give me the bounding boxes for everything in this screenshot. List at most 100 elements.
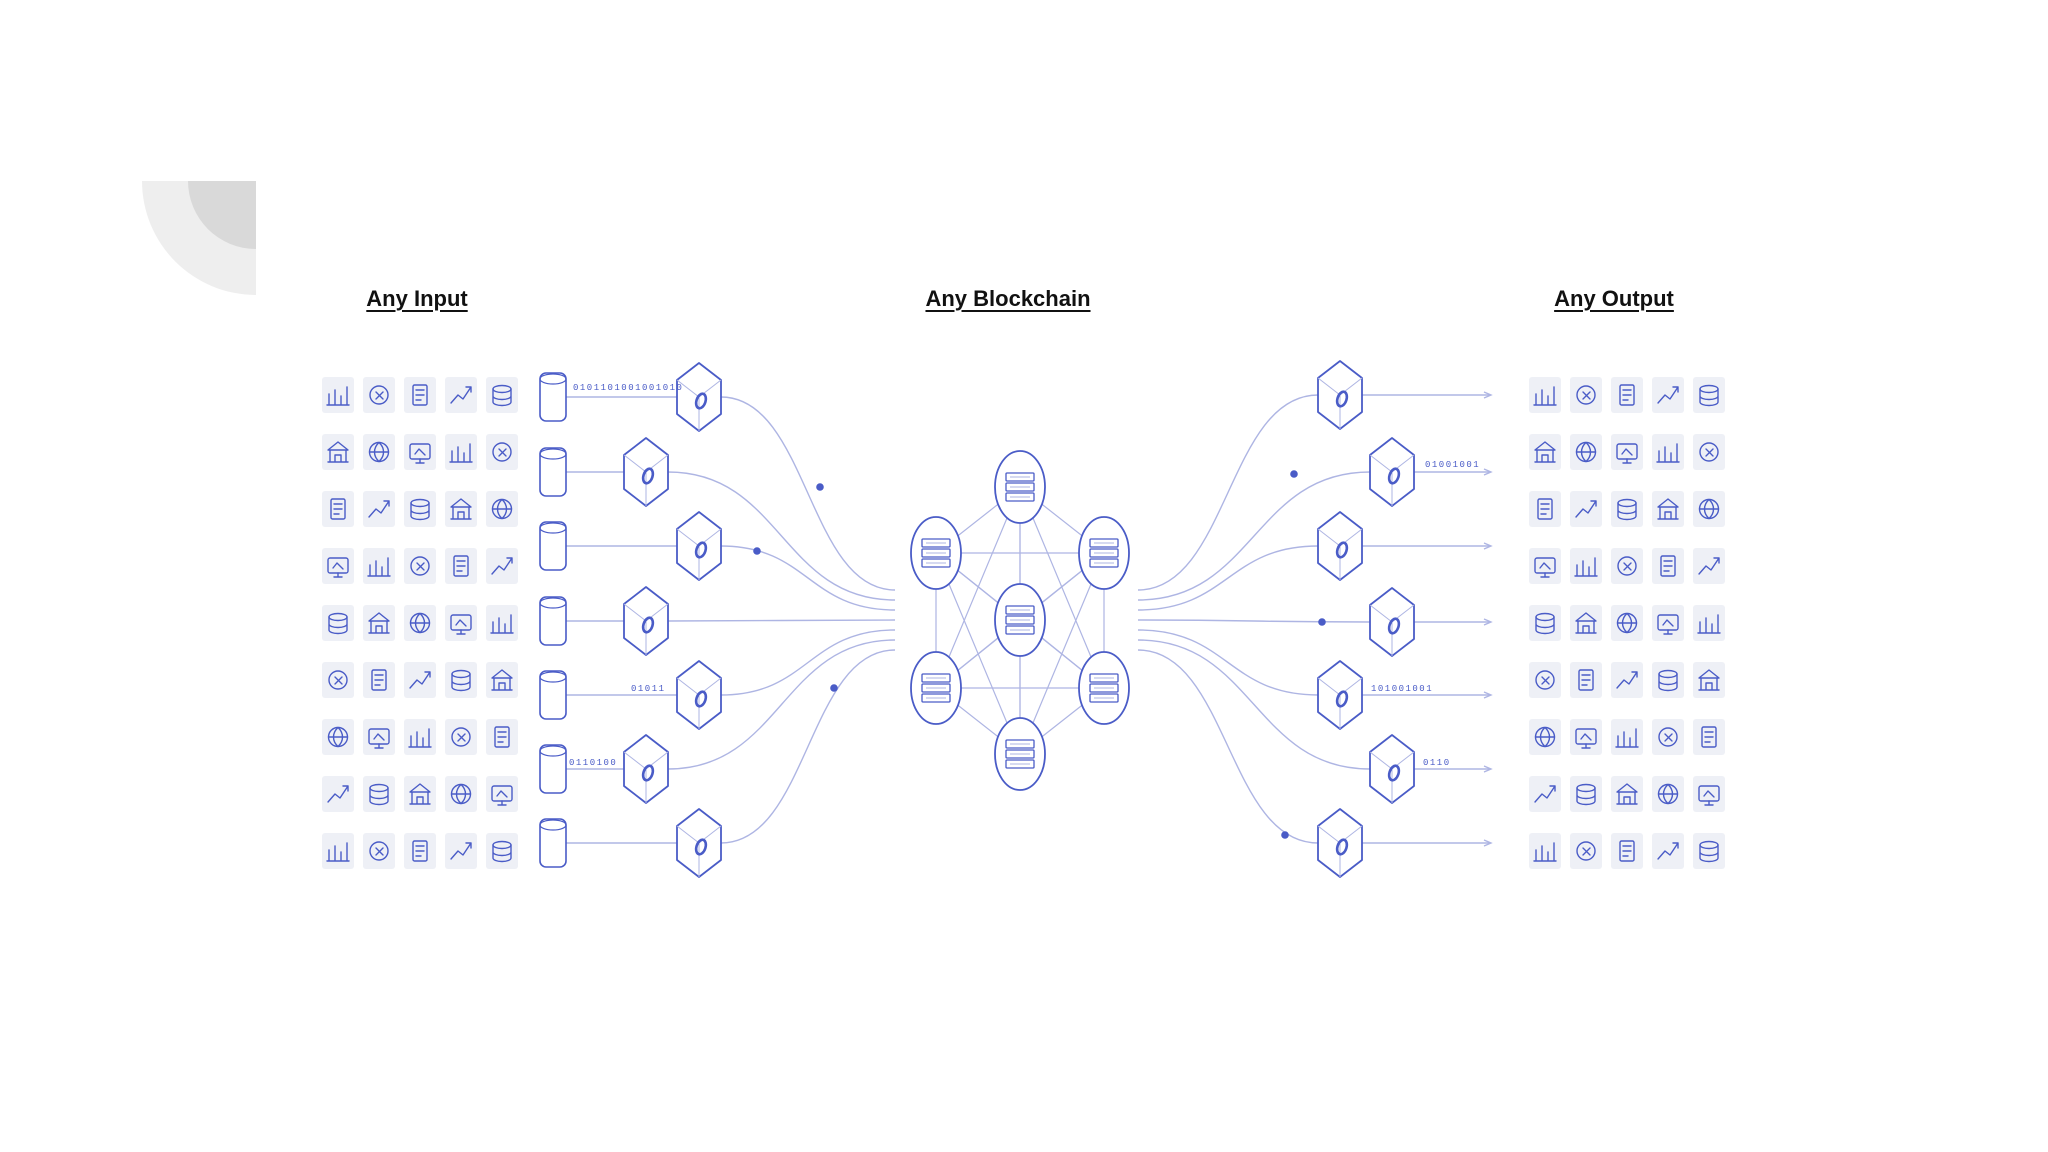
tether-icon xyxy=(1611,605,1643,641)
battery-icon xyxy=(445,605,477,641)
output-arrowhead xyxy=(1483,618,1493,626)
factory-icon xyxy=(1529,662,1561,698)
server-stack-icon xyxy=(910,651,962,725)
output-arrowhead xyxy=(1483,839,1493,847)
monitor-check-icon xyxy=(1529,719,1561,755)
lighthouse-icon xyxy=(1611,719,1643,755)
tall-building-icon xyxy=(1652,776,1684,812)
gears-icon xyxy=(445,491,477,527)
weather-sun-icon xyxy=(322,434,354,470)
rain-cloud-icon xyxy=(486,491,518,527)
ethereum-icon xyxy=(1611,434,1643,470)
document-play-icon xyxy=(1693,719,1725,755)
football-icon xyxy=(445,662,477,698)
app-window-icon xyxy=(1652,833,1684,869)
network-link xyxy=(935,552,1021,755)
oil-rig-icon xyxy=(445,776,477,812)
user-server-icon xyxy=(1529,833,1561,869)
government-building-icon xyxy=(1570,719,1602,755)
server-stack-icon xyxy=(994,717,1046,791)
data-source-cylinder xyxy=(539,372,567,422)
output-binary-label: 0110 xyxy=(1423,758,1451,768)
hard-drive-icon xyxy=(1611,833,1643,869)
satellite-dish-icon xyxy=(1570,491,1602,527)
data-source-cylinder xyxy=(539,596,567,646)
sunrise-icon xyxy=(404,662,436,698)
input-flow-curve xyxy=(667,471,896,601)
any-output-heading: Any Output xyxy=(1554,286,1674,311)
office-tower-icon xyxy=(1693,548,1725,584)
shopping-cart-icon xyxy=(445,548,477,584)
bar-chart-icon xyxy=(322,377,354,413)
server-stack-icon xyxy=(910,516,962,590)
binary-crowd-icon xyxy=(404,548,436,584)
document-sign-icon xyxy=(322,662,354,698)
server-icon xyxy=(1611,776,1643,812)
chainlink-hexagon-icon xyxy=(676,362,722,432)
input-binary-label: 0110100 xyxy=(569,758,617,768)
coin-exchange-icon xyxy=(363,377,395,413)
chainlink-hexagon-icon xyxy=(1369,437,1415,507)
skyscraper-icon xyxy=(1693,662,1725,698)
output-flow-curve xyxy=(1137,639,1371,770)
any-input-heading: Any Input xyxy=(366,286,468,311)
pound-sign-icon xyxy=(1652,719,1684,755)
database-icon xyxy=(1529,605,1561,641)
data-packet-dot xyxy=(816,483,824,491)
global-delivery-icon xyxy=(322,548,354,584)
chainlink-hexagon-icon xyxy=(623,734,669,804)
blocks-network-icon xyxy=(1570,662,1602,698)
cloud-lock-icon xyxy=(1529,548,1561,584)
calculator-doc-icon xyxy=(404,377,436,413)
network-link xyxy=(1019,552,1105,755)
wind-turbine-icon xyxy=(404,605,436,641)
satellite-icon xyxy=(486,605,518,641)
cpu-chip-icon xyxy=(1529,776,1561,812)
thermometer-icon xyxy=(322,491,354,527)
data-source-cylinder xyxy=(539,744,567,794)
museum-icon xyxy=(1570,605,1602,641)
output-arrowhead xyxy=(1483,391,1493,399)
input-flow-curve xyxy=(720,629,896,696)
chainlink-hexagon-icon xyxy=(1369,587,1415,657)
data-packet-dot xyxy=(1290,470,1298,478)
map-location-icon xyxy=(322,776,354,812)
server-stack-icon xyxy=(1078,516,1130,590)
server-wallet-icon xyxy=(1570,377,1602,413)
yen-sign-icon xyxy=(1570,776,1602,812)
input-flow-curve xyxy=(720,649,896,844)
mountain-landscape-icon xyxy=(486,434,518,470)
mobile-payment-icon xyxy=(1529,491,1561,527)
data-source-cylinder xyxy=(539,818,567,868)
input-binary-label: 0101101001001010 xyxy=(573,383,683,393)
database-stack-icon xyxy=(1693,377,1725,413)
server-stack-icon xyxy=(994,450,1046,524)
output-flow-curve xyxy=(1137,619,1371,623)
fire-money-icon xyxy=(363,605,395,641)
terminal-window-icon xyxy=(1652,434,1684,470)
any-blockchain-heading: Any Blockchain xyxy=(925,286,1091,311)
chainlink-hexagon-icon xyxy=(676,660,722,730)
chainlink-hexagon-icon xyxy=(1317,360,1363,430)
global-lock-icon xyxy=(1529,434,1561,470)
global-coin-icon xyxy=(1570,833,1602,869)
flooding-icon xyxy=(486,719,518,755)
data-packet-dot xyxy=(830,684,838,692)
output-arrowhead xyxy=(1483,765,1493,773)
code-window-icon xyxy=(363,833,395,869)
chainlink-hexagon-icon xyxy=(1317,660,1363,730)
cycle-database-icon xyxy=(445,719,477,755)
atom-icon xyxy=(363,719,395,755)
server-rack-icon xyxy=(1693,605,1725,641)
global-network-icon xyxy=(1652,548,1684,584)
cube-network-icon xyxy=(1693,833,1725,869)
chainlink-hexagon-icon xyxy=(1317,808,1363,878)
document-check-icon xyxy=(1570,434,1602,470)
contract-signature-icon xyxy=(445,434,477,470)
input-flow-curve xyxy=(667,619,896,622)
output-arrowhead xyxy=(1483,542,1493,550)
crop-field-icon xyxy=(363,662,395,698)
spire-tower-icon xyxy=(1693,776,1725,812)
identity-card-icon xyxy=(322,833,354,869)
